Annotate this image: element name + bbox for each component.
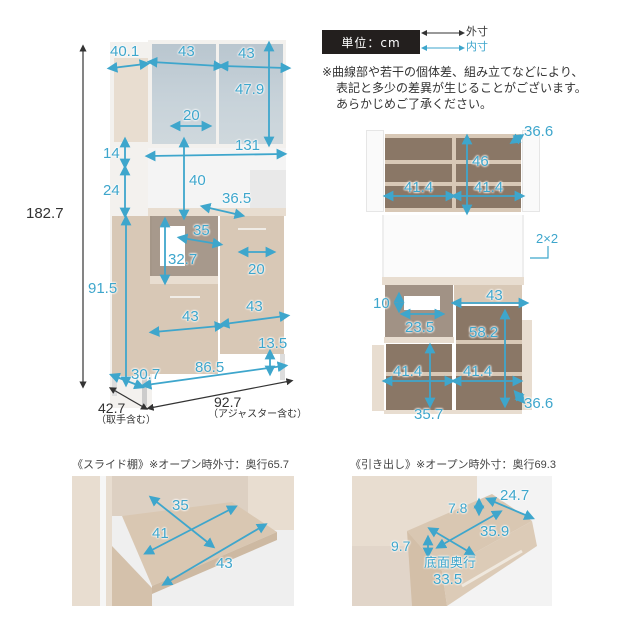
width-outer-label: 92.7: [214, 394, 242, 410]
top-cabinet-height-label: 47.9: [235, 81, 265, 98]
drawer-bottom-depth-label: 33.5: [433, 571, 463, 588]
slide-shelf-inner-width-label: 41: [152, 525, 169, 542]
note-line: ※曲線部や若干の個体差、組み立てなどにより、: [322, 65, 584, 79]
leg-height-label: 13.5: [258, 335, 288, 352]
open-space-height-label: 40: [189, 172, 206, 189]
top-handle-width-label: 20: [183, 107, 200, 124]
height-outer-label: 182.7: [26, 205, 64, 222]
lower-height-label: 91.5: [88, 280, 118, 297]
slot-width-label: 23.5: [405, 319, 435, 336]
note-line: 表記と多少の差異が生じることがございます。: [336, 81, 587, 95]
lower-left-width-label: 41.4: [393, 363, 423, 380]
slide-shelf-caption: 《スライド棚》※オープン時外寸：奥行65.7: [72, 459, 289, 471]
depth-outer-note: （取手含む）: [96, 415, 156, 426]
unit-label: 単位：cm: [322, 30, 420, 54]
open-space-width-label: 131: [235, 137, 261, 154]
bottom-depth-label: 30.7: [131, 366, 161, 383]
disclaimer-note: ※曲線部や若干の個体差、組み立てなどにより、 表記と多少の差異が生じることがござ…: [322, 64, 640, 112]
drawer-bottom-label: 底面奥行: [424, 555, 477, 570]
lower-right-width-label: 41.4: [463, 363, 493, 380]
upper-right-width-label: 41.4: [474, 179, 504, 196]
gap-height-label: 24: [103, 182, 120, 199]
lower-right-door-width-label: 43: [246, 298, 263, 315]
top-door-left-width-label: 43: [178, 43, 195, 60]
right-lower-height-label: 58.2: [469, 324, 499, 341]
slot-height-label: 10: [373, 295, 390, 312]
slide-shelf-height-label: 32.7: [168, 251, 198, 268]
bottom-width-label: 86.5: [195, 359, 225, 376]
outlet-label: 2×2: [536, 231, 559, 246]
lower-left-door-width-label: 43: [182, 308, 199, 325]
drawer-width-label: 43: [486, 287, 503, 304]
slide-shelf-outer-width-label: 43: [216, 555, 233, 572]
upper-depth-label: 36.6: [524, 123, 554, 140]
lower-left-height-label: 35.7: [414, 406, 444, 423]
top-side-depth-label: 40.1: [110, 43, 140, 60]
drawer-outer-height-label: 9.7: [391, 538, 411, 554]
depth-outer-label: 42.7: [98, 400, 126, 416]
note-line: あらかじめご了承ください。: [336, 97, 493, 111]
outer-dimension-label: 外寸: [466, 26, 488, 38]
drawer-inner-height-label: 7.8: [448, 500, 468, 516]
inner-dimension-label: 内寸: [466, 41, 488, 53]
upper-left-width-label: 41.4: [404, 179, 434, 196]
counter-depth-label: 36.5: [222, 190, 252, 207]
width-outer-note: （アジャスター含む）: [208, 409, 308, 420]
drawer-handle-width-label: 20: [248, 261, 265, 278]
drawer-width-label: 24.7: [500, 487, 530, 504]
drawer-caption: 《引き出し》※オープン時外寸：奥行69.3: [350, 459, 556, 471]
top-door-right-width-label: 43: [238, 45, 255, 62]
drawer-depth-label: 35.9: [480, 523, 510, 540]
slide-shelf-depth-label: 35: [172, 497, 189, 514]
lower-depth-label: 36.6: [524, 395, 554, 412]
slide-shelf-width-label: 35: [193, 222, 210, 239]
gap-upper-label: 14: [103, 145, 120, 162]
upper-height-label: 46: [472, 153, 489, 170]
